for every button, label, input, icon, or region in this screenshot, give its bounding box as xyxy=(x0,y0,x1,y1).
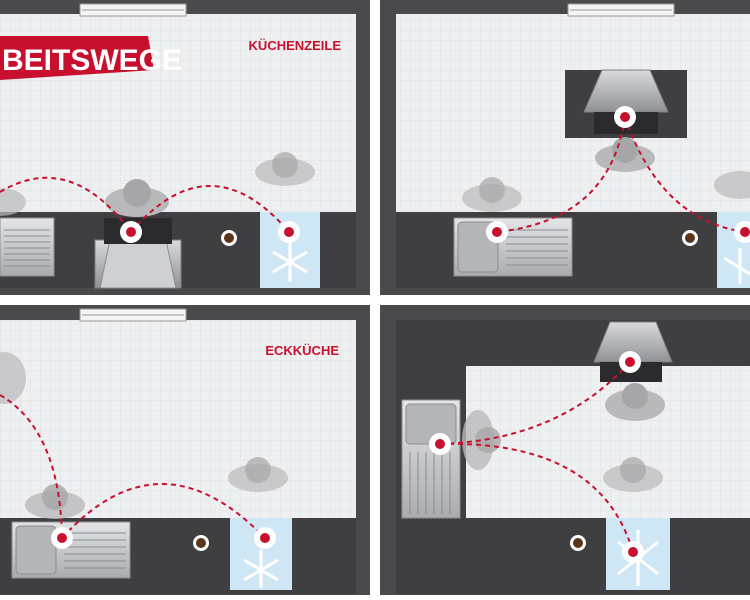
panel-kuechenzeile: BEITSWEGE KÜCHENZEILE xyxy=(0,0,370,295)
station-marker xyxy=(429,351,644,563)
workflow-path xyxy=(496,116,746,233)
coffee-cup-icon xyxy=(221,230,237,246)
person-icon xyxy=(462,383,665,492)
snowflake-icon xyxy=(723,248,750,284)
coffee-cup-icon xyxy=(193,535,209,551)
panel-label: ECKKÜCHE xyxy=(265,343,339,358)
sink-icon xyxy=(453,217,573,277)
station-marker xyxy=(51,527,276,549)
title-banner: BEITSWEGE xyxy=(0,36,182,80)
workflow-path xyxy=(0,176,290,233)
station-marker xyxy=(486,106,750,243)
window-icon xyxy=(79,3,187,17)
coffee-cup-icon xyxy=(570,535,586,551)
workflow-path xyxy=(0,394,266,539)
person-icon xyxy=(0,352,288,519)
counter xyxy=(396,212,750,288)
sink-icon xyxy=(401,399,461,519)
panel-bottom-right xyxy=(380,305,750,595)
sink-icon xyxy=(0,217,55,277)
snowflake-icon xyxy=(272,242,308,282)
window-icon xyxy=(567,3,675,17)
workflow-path xyxy=(439,361,634,553)
banner-text: BEITSWEGE xyxy=(2,44,182,77)
window-icon xyxy=(79,308,187,322)
panel-label: KÜCHENZEILE xyxy=(249,38,342,53)
snowflake-icon xyxy=(243,550,279,588)
panel-eckkueche: ECKKÜCHE xyxy=(0,305,370,595)
counter xyxy=(396,320,750,366)
coffee-cup-icon xyxy=(682,230,698,246)
sink-icon xyxy=(11,521,131,579)
station-marker xyxy=(120,221,300,243)
panel-top-right xyxy=(380,0,750,295)
fridge-icon xyxy=(717,212,750,288)
floor xyxy=(466,366,750,518)
